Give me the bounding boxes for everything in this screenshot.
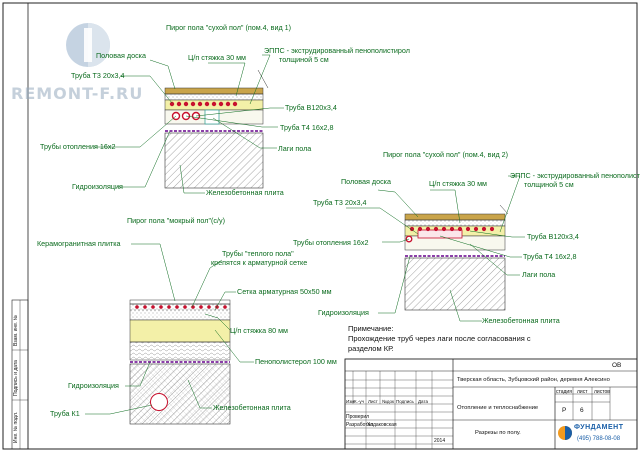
note-line2: разделом КР. [348,344,394,353]
section2-leaders [346,175,525,322]
section1-slab-label: Железобетонная плита [206,188,284,197]
section1-heating-pipes [169,101,238,107]
section2-epps-label-2: толщиной 5 см [524,180,574,189]
developer-name: Ходаковская [367,422,397,428]
col-list: Лист [368,399,378,404]
section3-slab-label: Железобетонная плита [213,403,291,412]
section2-title: Пирог пола "сухой пол" (пом.4, вид 2) [383,150,509,159]
section2-waterproofing-label: Гидроизоляция [318,308,369,317]
section2-screed [404,219,506,227]
section1-drawing [94,54,284,194]
section1-pipe-t4-label: Труба Т4 16х2,8 [280,123,334,132]
watermark-text: REMONT-F.RU [11,84,144,103]
section2-joists-label: Лаги пола [522,270,556,279]
side-stamp-sign: Подпись и дата [13,360,19,396]
section3-waterproofing-label: Гидроизоляция [68,381,119,390]
note-heading: Примечание: [348,324,394,333]
section2-floor-board-label: Половая доска [341,177,391,186]
developed-label: Разработал [346,422,374,428]
section1-heating-pipes-label: Трубы отопления 16х2 [40,142,116,151]
section1-floor-board [164,87,264,95]
col-sign: Подпись [396,399,414,404]
section1-epps-label-1: ЭППС - экструдированный пенополистирол [264,46,410,55]
title-block [344,358,638,450]
col-date: Дата [418,399,428,404]
company-name: ФУНДАМЕНТ [574,424,624,431]
section2-heating-pipes-label: Трубы отопления 16х2 [293,238,369,247]
section1-title: Пирог пола "сухой пол" (пом.4, вид 1) [166,23,292,32]
col-kuch: К.-уч [354,399,364,404]
section3-leaders [85,243,254,415]
company-phone: (495) 788-08-08 [577,436,621,442]
section2-pipe-t4-label: Труба Т4 16х2,8 [523,252,577,261]
section3-polystyrene-label: Пенополистерол 100 мм [255,357,337,366]
section1-pipe-t3-label: Труба Т3 20х3,4 [71,71,125,80]
section3-warm-floor-pipes [135,305,227,309]
sheet-code: ОВ [612,362,622,369]
year: 2014 [434,438,446,444]
section2-screed-label: Ц/п стяжка 30 мм [429,179,487,188]
section-name: Отопление и теплоснабжение [457,405,539,411]
section2-heating-pipes [409,226,495,232]
col-izm: Изм [346,399,355,404]
section3-mesh-label: Сетка арматурная 50х50 мм [237,287,332,296]
section3-tile-label: Керамогранитная плитка [37,239,121,248]
stage-value: Р [562,407,567,414]
section2-joist [417,229,463,239]
section3-drawing [85,243,254,425]
side-stamp-inv: Инв. № подл. [13,411,19,443]
section1-screed [164,93,264,101]
section1-waterproofing-label: Гидроизоляция [72,182,123,191]
section1-screed-label: Ц/п стяжка 30 мм [188,53,246,62]
address: Тверская область, Зубцовский район, дере… [457,377,610,383]
sheet-value: 6 [580,407,584,414]
section3-pipe-k1 [150,393,168,411]
section3-warm-floor-label-1: Трубы "теплого пола" [222,249,294,258]
section2-pipe-t3-label: Труба Т3 20х3,4 [313,198,367,207]
section1-pipe-b1-label: Труба В120х3,4 [285,103,337,112]
section2-epps-label-1: ЭППС - экструдированный пенополистирол [510,171,640,180]
section2-pipe-b1-label: Труба В120х3,4 [527,232,579,241]
drawing-name: Разрезы по полу. [475,430,521,436]
company-logo [558,426,572,440]
note-line1: Прохождение труб через лаги после соглас… [348,334,531,343]
watermark-logo [66,23,110,67]
section3-title: Пирог пола "мокрый пол"(с/у) [127,216,225,225]
section2-slab-label: Железобетонная плита [482,316,560,325]
sheets-header: листов [594,389,610,395]
section3-polystyrene [129,319,231,343]
section1-slab [164,132,264,189]
section2-slab [404,257,506,311]
sheet-header: лист [577,389,588,395]
col-doc: №док [382,399,394,404]
side-stamp-replace: Взам. инв. № [13,315,19,346]
section3-screed-label: Ц/п стяжка 80 мм [230,326,288,335]
section1-joist [204,109,220,125]
checked-label: Проверил [346,414,370,420]
section1-joists-label: Лаги пола [278,144,312,153]
section3-pipe-k1-label: Труба К1 [50,409,80,418]
section1-floor-board-label: Половая доска [96,51,146,60]
section1-epps-label-2: толщиной 5 см [279,55,329,64]
section1-leaders [94,54,284,194]
section3-tile [129,299,231,305]
side-stamp [11,299,29,450]
section3-warm-floor-label-2: крепятся к арматурной сетке [211,258,308,267]
stage-header: стадия [556,389,572,395]
section2-drawing [346,175,525,322]
section3-fill-layer [129,341,231,361]
section2-floor-board [404,213,506,221]
